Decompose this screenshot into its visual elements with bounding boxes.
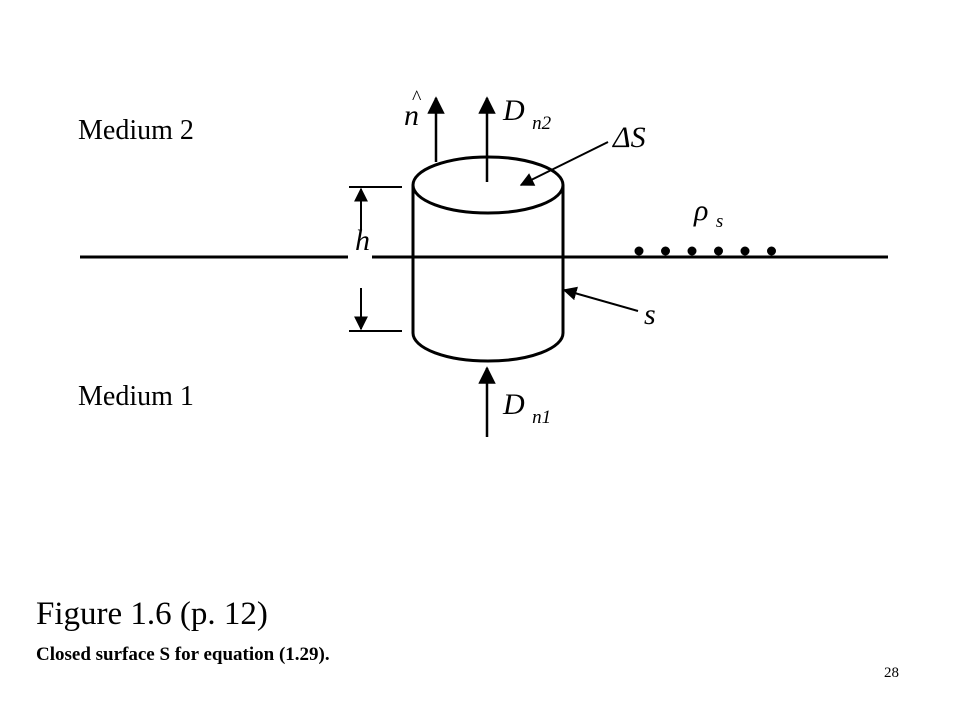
height-label: h	[355, 224, 370, 257]
rho-s-label: ρ s	[693, 194, 723, 232]
page-number: 28	[884, 665, 899, 681]
figure-caption-subtitle: Closed surface S for equation (1.29).	[36, 644, 330, 665]
side-surface-label: s	[644, 298, 656, 331]
rho-symbol: ρ	[693, 194, 708, 227]
dn1-label: D n1	[502, 388, 551, 428]
surface-charge-dots	[634, 246, 776, 256]
side-surface-pointer	[562, 286, 639, 312]
dn1-subscript: n1	[532, 407, 551, 428]
dn2-label: D n2	[502, 94, 552, 134]
rho-subscript: s	[716, 211, 723, 232]
delta-s-pointer	[519, 141, 609, 186]
surface-charge-dot	[714, 246, 723, 256]
dn2-subscript: n2	[532, 113, 552, 134]
medium-2-label: Medium 2	[78, 115, 194, 146]
surface-charge-dot	[767, 246, 776, 256]
delta-s-label: ΔS	[612, 121, 646, 154]
dn2-symbol: D	[502, 94, 525, 127]
surface-charge-dot	[687, 246, 697, 256]
height-dimension: h	[349, 186, 402, 332]
surface-charge-dot	[740, 246, 750, 256]
normal-hat: ^	[412, 87, 422, 109]
pillbox-cylinder	[411, 155, 565, 363]
surface-charge-dot	[661, 246, 670, 256]
dn1-symbol: D	[502, 388, 525, 421]
surface-charge-dot	[634, 246, 644, 256]
normal-symbol: n	[404, 99, 419, 132]
pillbox-bottom-edge	[411, 332, 565, 363]
medium-1-label: Medium 1	[78, 381, 194, 412]
figure-caption-title: Figure 1.6 (p. 12)	[36, 596, 268, 632]
